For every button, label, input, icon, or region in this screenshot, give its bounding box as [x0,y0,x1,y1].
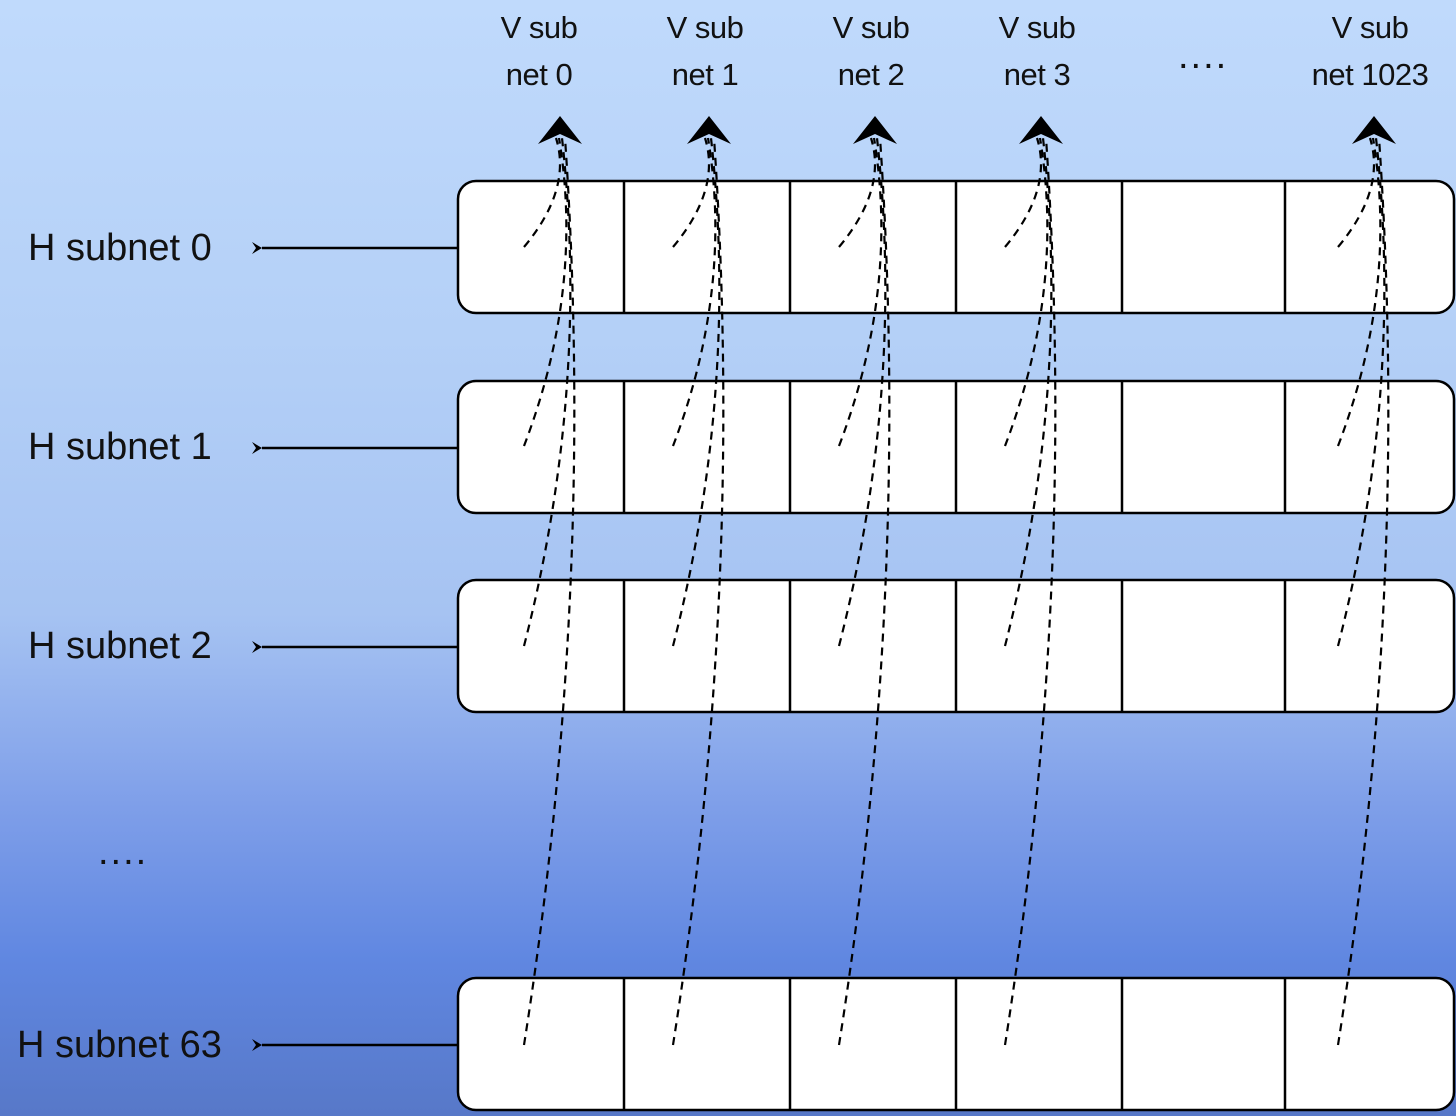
h-subnet-arrows [252,242,458,1051]
dashed-link [522,137,576,1046]
dashed-link [1337,137,1376,248]
v-subnet-label-0: V sub net 0 [459,4,619,98]
v-subnet-links-1 [671,137,725,1046]
v-subnet-label-2: V sub net 2 [791,4,951,98]
arrowhead [1352,116,1396,144]
h-subnet-label-63: H subnet 63 [17,1024,222,1066]
v-subnet-links-2 [837,137,891,1046]
dashed-link [1004,137,1043,248]
dashed-link [671,137,717,447]
dashed-link [523,137,562,248]
v-subnet-label-1023: V sub net 1023 [1290,4,1450,98]
h-subnet-ellipsis: .... [98,831,149,873]
v-subnet-links-3 [1003,137,1057,1046]
v-subnet-label-line1: V sub [998,10,1076,45]
dashed-link [522,137,572,647]
v-subnet-label-line2: net 0 [505,57,573,92]
dashed-link [1336,137,1386,647]
v-subnet-label-line1: V sub [1331,10,1409,45]
h-subnet-row-2 [456,578,1456,714]
v-subnet-arrowhead-0 [538,116,582,144]
dashed-link [671,137,721,647]
v-subnet-label-line2: net 3 [1003,57,1071,92]
arrowhead [687,116,731,144]
h-subnet-row-3 [456,976,1456,1112]
dashed-link [1336,137,1382,447]
dashed-link [837,137,883,447]
h-subnet-label-1: H subnet 1 [28,426,212,468]
v-subnet-dashed-links [522,137,1390,1046]
dashed-link [837,137,887,647]
v-subnet-links-0 [522,137,576,1046]
arrowhead [1019,116,1063,144]
v-subnet-label-line1: V sub [500,10,578,45]
h-subnet-label-0: H subnet 0 [28,227,212,269]
v-subnet-label-line2: net 2 [837,57,905,92]
v-subnet-label-line2: net 1 [671,57,739,92]
v-subnet-arrowhead-4 [1352,116,1396,144]
v-subnet-arrowhead-2 [853,116,897,144]
h-subnet-label-2: H subnet 2 [28,625,212,667]
v-subnet-label-line1: V sub [832,10,910,45]
v-subnet-arrowheads [538,116,1396,144]
v-subnet-label-line2: net 1023 [1311,57,1429,92]
v-subnet-arrowhead-1 [687,116,731,144]
dashed-link [1003,137,1057,1046]
dashed-link [837,137,891,1046]
dashed-link [1003,137,1049,447]
dashed-link [1003,137,1053,647]
v-subnet-label-1: V sub net 1 [625,4,785,98]
v-subnet-links-4 [1336,137,1390,1046]
dashed-link [672,137,711,248]
dashed-link [522,137,568,447]
v-subnet-label-3: V sub net 3 [957,4,1117,98]
v-subnet-label-line1: V sub [666,10,744,45]
arrowhead [538,116,582,144]
dashed-link [671,137,725,1046]
v-subnet-ellipsis: .... [1178,35,1229,77]
dashed-link [1336,137,1390,1046]
h-subnet-row-1 [456,379,1456,515]
dashed-link [838,137,877,248]
v-subnet-arrowhead-3 [1019,116,1063,144]
h-subnet-rows [456,179,1456,1112]
arrowhead [853,116,897,144]
h-subnet-row-0 [456,179,1456,315]
